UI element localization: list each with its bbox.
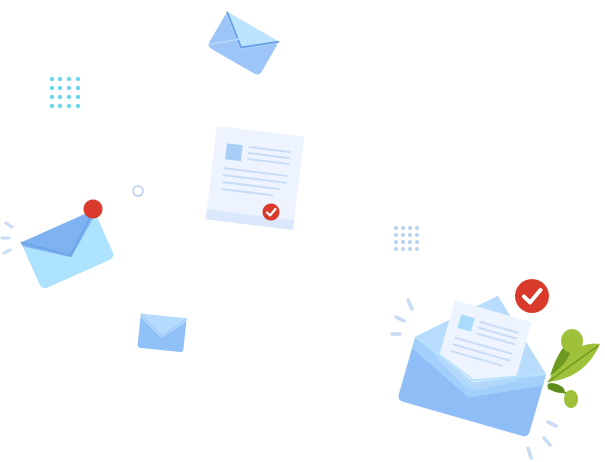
letter-document-icon [205, 126, 305, 231]
envelope-icon-left [20, 209, 114, 289]
circle-outline-icon [132, 185, 144, 197]
sparkle-lines-icon-left [0, 221, 14, 255]
envelope-icon-small [137, 313, 188, 353]
dot-grid-icon-blue [394, 226, 419, 251]
leaves-icon [547, 329, 600, 408]
check-badge-icon-large [515, 279, 549, 313]
check-badge-icon-small [262, 203, 280, 221]
sparkle-lines-icon-right [390, 298, 558, 460]
notification-dot-icon [83, 199, 103, 219]
open-envelope-icon [398, 295, 547, 437]
dot-grid-icon-cyan [49, 76, 81, 109]
envelope-icon-top [207, 11, 280, 75]
